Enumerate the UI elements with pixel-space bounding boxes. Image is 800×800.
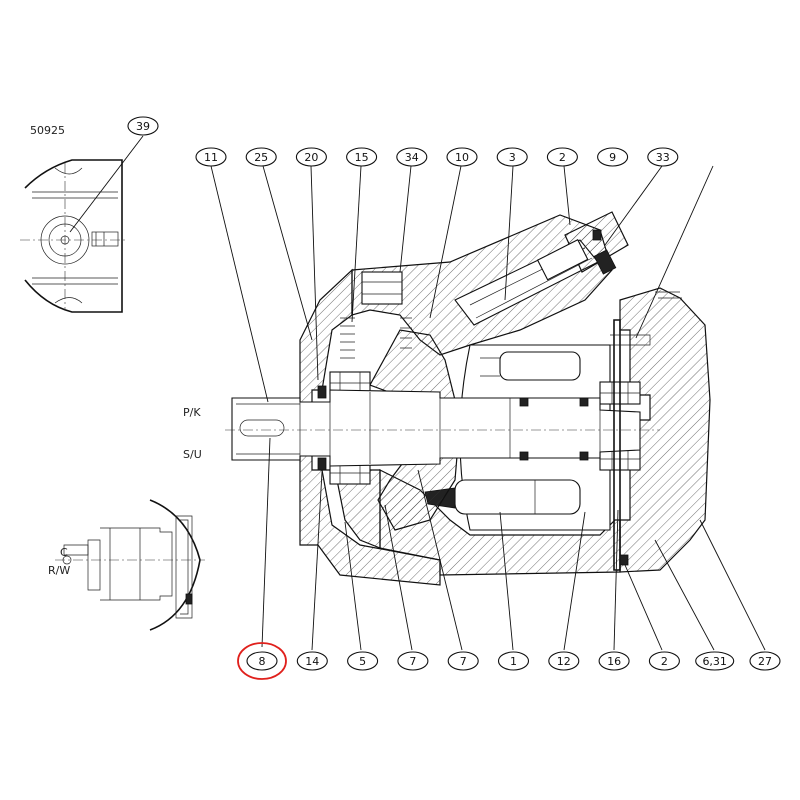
detail-label-c: C <box>60 546 68 559</box>
svg-text:34: 34 <box>405 151 419 164</box>
callout-bubble-10-5[interactable]: 10 <box>446 147 478 167</box>
drawing-code-label: 50925 <box>30 124 65 137</box>
callout-bubble-1-5[interactable]: 1 <box>497 651 530 671</box>
callout-bubble-6-31-9[interactable]: 6,31 <box>695 651 735 671</box>
leader-lines <box>210 165 766 651</box>
callout-bubble-7-4[interactable]: 7 <box>447 651 479 671</box>
callout-bubble-8-0[interactable]: 8 <box>237 642 287 680</box>
callout-bubble-9-8[interactable]: 9 <box>597 147 629 167</box>
rotation-label-su: S/U <box>183 448 202 461</box>
svg-text:3: 3 <box>509 151 516 164</box>
main-cross-section <box>225 211 711 586</box>
bottom-callout-row: 8 14 5 7 7 1 12 16 2 6,31 27 <box>237 642 781 680</box>
svg-text:2: 2 <box>559 151 566 164</box>
end-view-detail <box>20 135 144 313</box>
callout-bubble-2-8[interactable]: 2 <box>648 651 680 671</box>
rotation-label-pk: P/K <box>183 406 201 419</box>
front-bearing <box>329 371 371 485</box>
callout-bubble-39[interactable]: 39 <box>127 116 159 136</box>
callout-bubble-12-6[interactable]: 12 <box>548 651 580 671</box>
svg-text:5: 5 <box>359 655 366 668</box>
svg-text:2: 2 <box>661 655 668 668</box>
callout-bubble-15-3[interactable]: 15 <box>346 147 378 167</box>
shaft-variant-detail <box>55 499 205 631</box>
svg-text:1: 1 <box>510 655 517 668</box>
callout-bubble-7-3[interactable]: 7 <box>397 651 429 671</box>
callout-bubble-16-7[interactable]: 16 <box>598 651 630 671</box>
detail-label-rw: R/W <box>48 564 70 577</box>
svg-text:25: 25 <box>254 151 268 164</box>
svg-text:20: 20 <box>304 151 318 164</box>
svg-text:15: 15 <box>355 151 369 164</box>
callout-bubble-27-10[interactable]: 27 <box>749 651 781 671</box>
callout-bubble-2-7[interactable]: 2 <box>546 147 578 167</box>
svg-text:39: 39 <box>136 120 150 133</box>
svg-text:9: 9 <box>609 151 616 164</box>
svg-text:7: 7 <box>409 655 416 668</box>
svg-text:6,31: 6,31 <box>702 655 727 668</box>
callout-bubble-33-9[interactable]: 33 <box>647 147 679 167</box>
svg-text:16: 16 <box>607 655 621 668</box>
svg-text:12: 12 <box>557 655 571 668</box>
highlight-ring <box>237 642 287 680</box>
svg-text:7: 7 <box>460 655 467 668</box>
callout-bubble-34-4[interactable]: 34 <box>396 147 428 167</box>
callout-bubble-25-1[interactable]: 25 <box>245 147 277 167</box>
svg-text:33: 33 <box>656 151 670 164</box>
svg-text:14: 14 <box>305 655 319 668</box>
callout-bubble-5-2[interactable]: 5 <box>347 651 379 671</box>
svg-text:8: 8 <box>259 655 266 668</box>
callout-bubble-20-2[interactable]: 20 <box>295 147 327 167</box>
top-callout-row: 11 25 20 15 34 10 3 2 9 33 <box>195 147 679 167</box>
callout-bubble-14-1[interactable]: 14 <box>296 651 328 671</box>
callout-bubble-11-0[interactable]: 11 <box>195 147 227 167</box>
svg-text:27: 27 <box>758 655 772 668</box>
callout-bubble-3-6[interactable]: 3 <box>496 147 528 167</box>
svg-text:10: 10 <box>455 151 469 164</box>
svg-text:11: 11 <box>204 151 218 164</box>
